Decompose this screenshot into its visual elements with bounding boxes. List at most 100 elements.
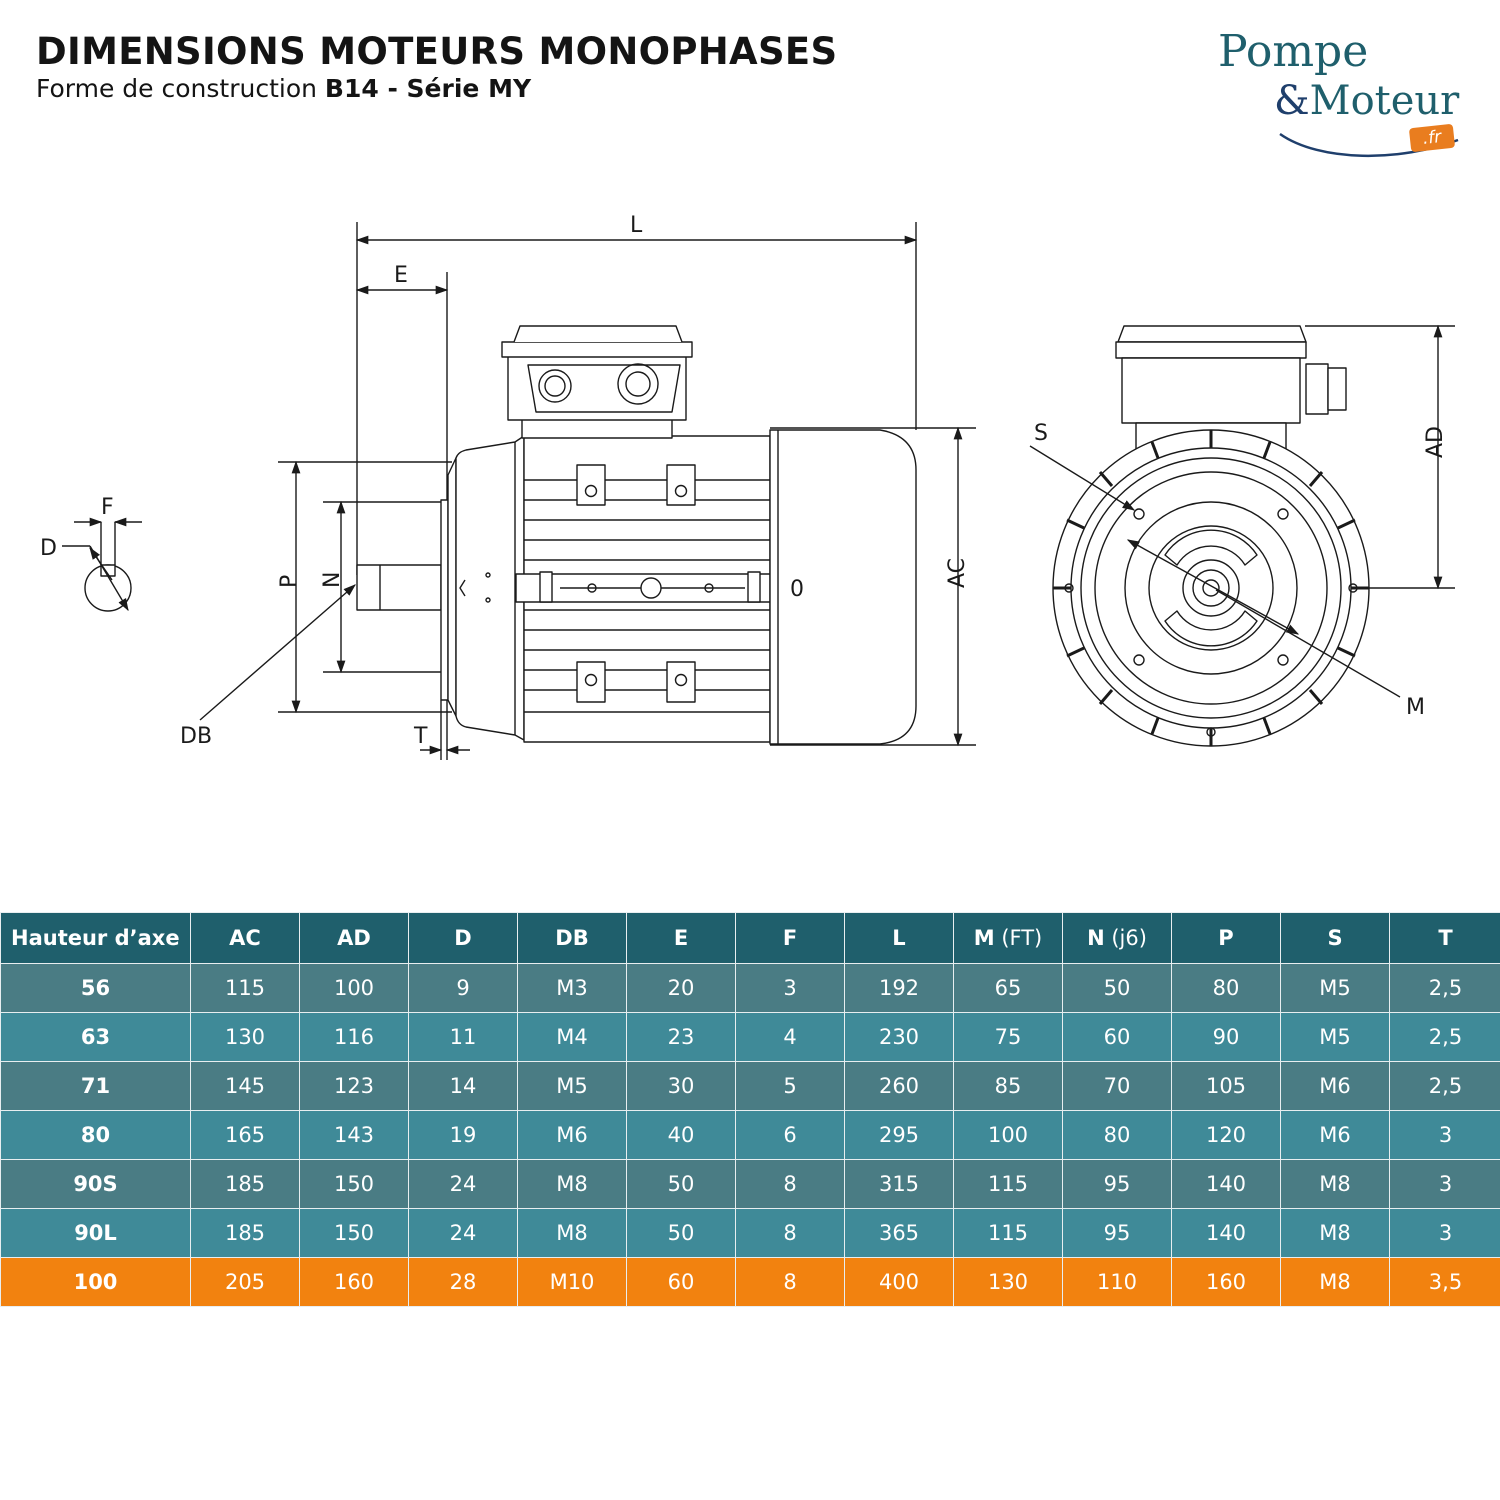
label-P: P	[277, 575, 302, 588]
table-cell: 315	[844, 1159, 954, 1209]
column-header-label: S	[1327, 926, 1343, 950]
table-cell: 160	[1171, 1257, 1281, 1307]
column-header-label: E	[673, 926, 689, 950]
column-header-label: P	[1218, 926, 1234, 950]
page-title: DIMENSIONS MOTEURS MONOPHASES	[36, 30, 838, 73]
table-cell: 50	[626, 1159, 736, 1209]
table-cell: 23	[626, 1012, 736, 1062]
table-cell: 14	[408, 1061, 518, 1111]
table-cell: M8	[1280, 1208, 1390, 1258]
logo-tld-badge: .fr	[1408, 123, 1456, 153]
column-header: AC	[190, 912, 300, 964]
table-cell: 140	[1171, 1159, 1281, 1209]
table-cell: 50	[626, 1208, 736, 1258]
table-cell: 6	[735, 1110, 845, 1160]
column-header-suffix: (FT)	[994, 926, 1043, 950]
table-cell: M6	[1280, 1110, 1390, 1160]
column-header: N (j6)	[1062, 912, 1172, 964]
table-cell: M8	[1280, 1257, 1390, 1307]
column-header: L	[844, 912, 954, 964]
label-F: F	[101, 495, 114, 520]
table-cell: 60	[626, 1257, 736, 1307]
table-cell: 165	[190, 1110, 300, 1160]
table-cell: 3	[1389, 1110, 1500, 1160]
table-cell: 140	[1171, 1208, 1281, 1258]
column-header-label: M	[973, 926, 995, 950]
table-cell: 185	[190, 1208, 300, 1258]
column-header: Hauteur d’axe	[0, 912, 191, 964]
table-cell: 150	[299, 1159, 409, 1209]
column-header: P	[1171, 912, 1281, 964]
column-header: DB	[517, 912, 627, 964]
table-cell: 130	[953, 1257, 1063, 1307]
table-cell: 145	[190, 1061, 300, 1111]
table-cell-axis-height: 63	[0, 1012, 191, 1062]
table-cell: 85	[953, 1061, 1063, 1111]
logo-word-moteur: &Moteur	[1274, 78, 1459, 124]
table-cell: 3	[1389, 1208, 1500, 1258]
table-cell: 205	[190, 1257, 300, 1307]
column-header-label: DB	[555, 926, 589, 950]
table-cell: 295	[844, 1110, 954, 1160]
label-M: M	[1406, 695, 1425, 720]
column-header-label: F	[782, 926, 798, 950]
table-cell: 24	[408, 1208, 518, 1258]
logo-ampersand: &	[1274, 78, 1310, 124]
label-S: S	[1034, 421, 1048, 446]
table-cell: 3,5	[1389, 1257, 1500, 1307]
table-cell: M6	[517, 1110, 627, 1160]
table-cell: 116	[299, 1012, 409, 1062]
table-cell: 30	[626, 1061, 736, 1111]
table-cell: 4	[735, 1012, 845, 1062]
table-cell: M5	[517, 1061, 627, 1111]
table-cell: 115	[953, 1208, 1063, 1258]
table-cell: M4	[517, 1012, 627, 1062]
table-cell: M6	[1280, 1061, 1390, 1111]
table-cell: 19	[408, 1110, 518, 1160]
column-header: T	[1389, 912, 1500, 964]
table-cell-axis-height: 100	[0, 1257, 191, 1307]
label-L: L	[630, 213, 643, 238]
column-header-label: N	[1087, 926, 1105, 950]
label-E: E	[394, 263, 408, 288]
table-cell: M5	[1280, 1012, 1390, 1062]
shaft-detail-view	[62, 517, 142, 612]
table-cell-axis-height: 90L	[0, 1208, 191, 1258]
table-cell: 50	[1062, 963, 1172, 1013]
table-cell: 75	[953, 1012, 1063, 1062]
table-cell: 143	[299, 1110, 409, 1160]
logo-moteur-text: Moteur	[1309, 78, 1460, 124]
table-cell: 115	[190, 963, 300, 1013]
column-header-suffix: (j6)	[1104, 926, 1147, 950]
table-cell: 60	[1062, 1012, 1172, 1062]
table-cell: 115	[953, 1159, 1063, 1209]
front-view	[1029, 324, 1455, 747]
table-cell: 130	[190, 1012, 300, 1062]
table-cell: 8	[735, 1257, 845, 1307]
column-header-label: Hauteur d’axe	[11, 926, 180, 950]
table-cell: 80	[1062, 1110, 1172, 1160]
table-cell-axis-height: 56	[0, 963, 191, 1013]
table-cell: 100	[299, 963, 409, 1013]
table-cell: 8	[735, 1159, 845, 1209]
motor-dimension-drawing: L E F D P N DB T 0 AC AD S M	[40, 213, 1455, 760]
table-cell: 365	[844, 1208, 954, 1258]
table-cell: 2,5	[1389, 1061, 1500, 1111]
table-cell: 95	[1062, 1208, 1172, 1258]
page-subtitle: Forme de construction B14 - Série MY	[36, 74, 531, 103]
table-cell: 90	[1171, 1012, 1281, 1062]
table-cell: M10	[517, 1257, 627, 1307]
label-T: T	[413, 724, 428, 749]
column-header-label: AC	[229, 926, 261, 950]
label-D: D	[40, 536, 57, 561]
table-cell: 400	[844, 1257, 954, 1307]
column-header-label: T	[1438, 926, 1453, 950]
column-header: F	[735, 912, 845, 964]
table-cell: 150	[299, 1208, 409, 1258]
label-DB: DB	[180, 724, 212, 749]
